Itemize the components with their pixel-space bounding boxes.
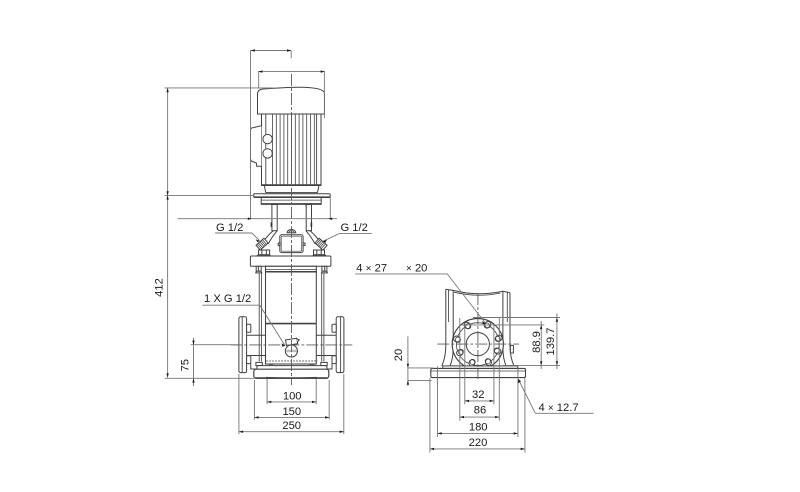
- svg-text:100: 100: [283, 391, 302, 403]
- svg-text:20: 20: [393, 349, 405, 361]
- svg-text:220: 220: [469, 437, 488, 449]
- svg-text:139.7: 139.7: [545, 328, 557, 356]
- svg-text:412: 412: [153, 278, 165, 297]
- svg-text:G 1/2: G 1/2: [216, 222, 243, 234]
- svg-text:88.9: 88.9: [531, 331, 543, 353]
- svg-text:250: 250: [282, 420, 301, 432]
- svg-text:4 × 12.7: 4 × 12.7: [539, 402, 579, 414]
- svg-text:× 20: × 20: [406, 263, 427, 275]
- svg-text:180: 180: [469, 421, 488, 433]
- svg-text:150: 150: [282, 406, 301, 418]
- svg-text:4 × 27: 4 × 27: [356, 263, 387, 275]
- svg-text:32: 32: [472, 389, 484, 401]
- svg-text:75: 75: [179, 359, 191, 371]
- svg-text:86: 86: [474, 404, 486, 416]
- svg-text:G 1/2: G 1/2: [341, 222, 368, 234]
- svg-text:1 X G 1/2: 1 X G 1/2: [204, 293, 251, 305]
